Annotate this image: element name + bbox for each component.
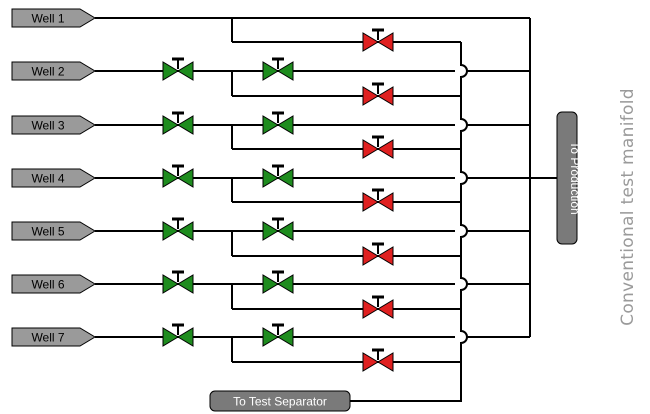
valve-body-left [362, 139, 379, 159]
well-7-test-valve [362, 348, 394, 372]
valve-body-right [377, 246, 394, 266]
well-tags: Well 1 Well 2 Well 3 Well 4 Well 5 Well 6 Well… [11, 8, 96, 347]
well-tag: Well 2 [11, 61, 96, 81]
valve-body-right [177, 61, 194, 81]
diagram-caption: Conventional test manifold [618, 88, 638, 326]
well-tag: Well 6 [11, 274, 96, 294]
to-production-tag: To Production [556, 111, 582, 245]
well-6-test-valve [362, 295, 394, 319]
valve-body-left [262, 274, 279, 294]
well-4-test-valve [362, 188, 394, 212]
valve-body-left [262, 61, 279, 81]
well-2-test-valve [362, 82, 394, 106]
well-tag-shape [11, 274, 96, 294]
well-tag: Well 3 [11, 115, 96, 135]
well-5-test-valve [362, 242, 394, 266]
valve-body-left [262, 168, 279, 188]
to-test-separator-tag: To Test Separator [209, 390, 351, 412]
to-production-label: To Production [568, 141, 582, 214]
well-label: Well 6 [31, 278, 64, 292]
valve-body-right [177, 274, 194, 294]
valve-body-right [177, 168, 194, 188]
valve-body-left [362, 246, 379, 266]
well-label: Well 4 [31, 172, 64, 186]
valve-body-right [377, 299, 394, 319]
valve-body-left [162, 168, 179, 188]
well-tag-shape [11, 61, 96, 81]
well-6-line-valve [162, 270, 194, 294]
well-tag-shape [11, 168, 96, 188]
well-1-test-valve [362, 28, 394, 52]
valve-body-left [362, 192, 379, 212]
well-5-header-valve [262, 217, 294, 241]
valve-body-left [162, 274, 179, 294]
valve-body-right [377, 192, 394, 212]
well-tag-shape [11, 221, 96, 241]
valve-body-left [162, 61, 179, 81]
valve-body-left [162, 221, 179, 241]
valve-body-right [377, 86, 394, 106]
valve-body-right [377, 139, 394, 159]
valve-body-right [277, 327, 294, 347]
valve-body-left [362, 86, 379, 106]
valve-body-right [277, 168, 294, 188]
valve-body-right [277, 115, 294, 135]
well-7-header-valve [262, 323, 294, 347]
well-5-line-valve [162, 217, 194, 241]
well-3-header-valve [262, 111, 294, 135]
valve-body-left [362, 352, 379, 372]
well-tag: Well 5 [11, 221, 96, 241]
well-tag: Well 1 [11, 8, 96, 28]
well-tag-shape [11, 8, 96, 28]
valve-body-left [162, 327, 179, 347]
valve-body-right [277, 274, 294, 294]
valve-body-left [362, 32, 379, 52]
well-label: Well 7 [31, 331, 64, 345]
valve-body-right [177, 221, 194, 241]
valve-body-left [262, 115, 279, 135]
well-2-header-valve [262, 57, 294, 81]
to-test-separator-label: To Test Separator [233, 395, 327, 409]
well-label: Well 2 [31, 65, 64, 79]
valve-group [162, 28, 394, 372]
well-3-line-valve [162, 111, 194, 135]
valve-body-right [377, 352, 394, 372]
well-tag-shape [11, 115, 96, 135]
well-6-header-valve [262, 270, 294, 294]
well-7-line-valve [162, 323, 194, 347]
well-tag-shape [11, 327, 96, 347]
well-4-line-valve [162, 164, 194, 188]
valve-body-right [177, 327, 194, 347]
test-header-pipe [350, 42, 468, 402]
valve-body-right [277, 221, 294, 241]
well-label: Well 3 [31, 119, 64, 133]
valve-body-left [362, 299, 379, 319]
well-3-test-valve [362, 135, 394, 159]
valve-body-right [177, 115, 194, 135]
valve-body-right [277, 61, 294, 81]
valve-body-left [262, 327, 279, 347]
valve-body-left [162, 115, 179, 135]
well-tag: Well 4 [11, 168, 96, 188]
well-label: Well 5 [31, 225, 64, 239]
well-tag: Well 7 [11, 327, 96, 347]
well-4-header-valve [262, 164, 294, 188]
valve-body-right [377, 32, 394, 52]
valve-body-left [262, 221, 279, 241]
well-label: Well 1 [31, 12, 64, 26]
well-2-line-valve [162, 57, 194, 81]
